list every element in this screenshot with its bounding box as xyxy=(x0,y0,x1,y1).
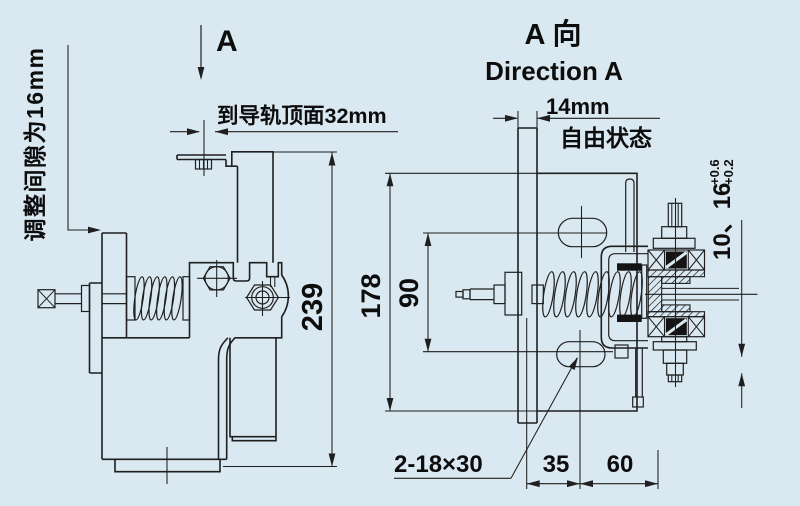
rail-top-dim xyxy=(170,120,398,176)
dim-90 xyxy=(423,232,613,353)
view-direction-arrow xyxy=(197,25,205,80)
free-dim-label: 14mm xyxy=(546,94,610,119)
spring-rod xyxy=(455,271,544,316)
dim-10-16-label: 10、16 +0.6 +0.2 xyxy=(707,159,736,260)
rail-top-plate xyxy=(176,151,274,263)
adjust-gap-leader xyxy=(67,45,101,234)
svg-text:10、16: 10、16 xyxy=(709,183,736,260)
left-view: A 调整间隙为16mm 到导轨顶面32mm xyxy=(22,25,398,484)
rubber-bar xyxy=(517,127,538,424)
dim-239-label: 239 xyxy=(297,283,329,331)
hex-nut xyxy=(245,281,290,316)
dim-60-label: 60 xyxy=(607,451,634,478)
dim-90-label: 90 xyxy=(394,278,424,308)
dim-35-60 xyxy=(526,318,659,489)
slot-note-leader xyxy=(394,355,581,479)
view-arrow-label: A xyxy=(216,25,238,58)
rail-clip-plate xyxy=(229,337,277,442)
svg-text:+0.2: +0.2 xyxy=(721,159,736,185)
title-en: Direction A xyxy=(485,56,623,86)
dim-178 xyxy=(385,172,537,412)
rail-top-label: 到导轨顶面32mm xyxy=(217,103,387,128)
dim-14 xyxy=(493,111,660,128)
adjusting-screw xyxy=(37,289,127,309)
dim-239 xyxy=(223,151,337,468)
adjust-gap-label: 调整间隙为16mm xyxy=(22,47,48,242)
slot-bottom xyxy=(556,341,606,368)
guide-plate xyxy=(80,232,128,460)
dim-35-label: 35 xyxy=(543,451,570,478)
mounting-plate xyxy=(537,172,638,412)
dim-178-label: 178 xyxy=(356,273,386,318)
dim-10-16 xyxy=(738,220,746,408)
spring-side xyxy=(125,276,191,321)
hex-bolt xyxy=(197,260,237,297)
right-view: A 向 Direction A 14mm 自由状态 xyxy=(356,18,758,489)
free-state-label: 自由状态 xyxy=(560,125,652,151)
svg-text:+0.6: +0.6 xyxy=(707,159,722,185)
slot-top xyxy=(557,206,608,258)
roller-bracket xyxy=(600,245,648,408)
roller-assembly xyxy=(645,198,758,387)
main-body xyxy=(102,261,290,484)
slot-note-label: 2-18×30 xyxy=(394,451,483,478)
spring-front xyxy=(542,271,643,318)
title-cn: A 向 xyxy=(525,18,582,51)
